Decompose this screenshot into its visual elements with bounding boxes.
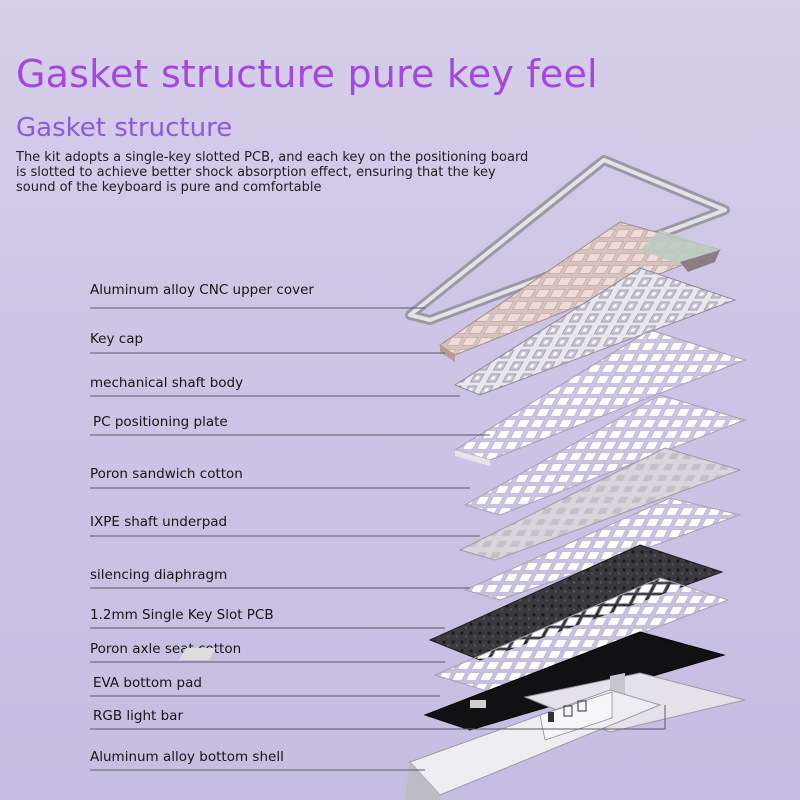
- bottom-shell-layer: [405, 689, 662, 800]
- description-text: The kit adopts a single-key slotted PCB,…: [16, 150, 529, 195]
- silencing-layer: [463, 497, 742, 601]
- page-title: Gasket structure pure key feel: [16, 52, 598, 96]
- leader-lines: [90, 307, 666, 771]
- poron-sandwich-layer: [463, 394, 747, 516]
- label-ixpe-underpad: IXPE shaft underpad: [90, 514, 228, 530]
- switch-layer: [453, 267, 737, 396]
- label-poron-sandwich: Poron sandwich cotton: [90, 466, 243, 482]
- label-bottom-shell: Aluminum alloy bottom shell: [90, 749, 284, 765]
- eva-layer: [178, 631, 726, 731]
- upper-cover-frame: [405, 155, 730, 325]
- ixpe-layer: [458, 447, 742, 561]
- label-eva-pad: EVA bottom pad: [93, 675, 202, 691]
- label-pcb: 1.2mm Single Key Slot PCB: [90, 607, 274, 623]
- label-shaft-body: mechanical shaft body: [90, 375, 244, 391]
- label-key-cap: Key cap: [90, 331, 144, 347]
- label-silencing-diaphragm: silencing diaphragm: [90, 567, 228, 583]
- section-title: Gasket structure: [16, 113, 233, 143]
- label-upper-cover: Aluminum alloy CNC upper cover: [90, 282, 314, 298]
- label-pc-plate: PC positioning plate: [93, 414, 228, 430]
- label-rgb-bar: RGB light bar: [93, 708, 183, 724]
- pc-plate-layer: [453, 329, 747, 466]
- keycaps-layer: [439, 221, 722, 362]
